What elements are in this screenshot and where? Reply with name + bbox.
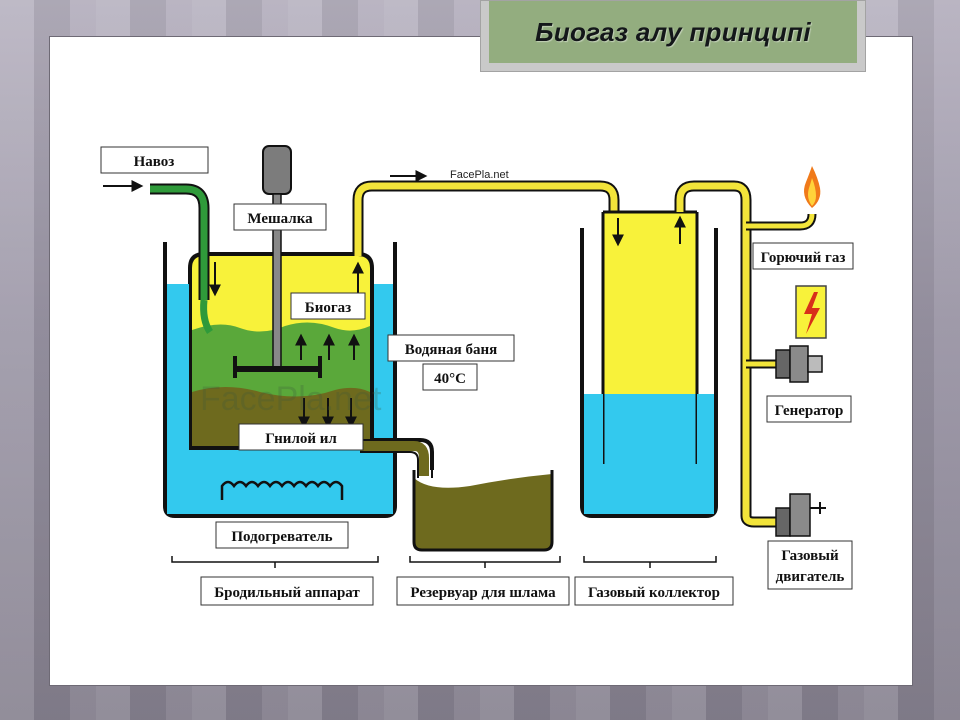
label-digester: Бродильный аппарат: [200, 576, 374, 606]
label-sludge-tank-text: Резервуар для шлама: [410, 585, 556, 601]
label-gas-collector-text: Газовый коллектор: [588, 585, 720, 601]
sludge-down-arrows: [298, 398, 357, 429]
label-generator: Генератор: [766, 395, 852, 423]
label-generator-text: Генератор: [775, 403, 844, 419]
label-biogas-text: Биогаз: [305, 300, 351, 316]
label-gas-engine-line2: двигатель: [776, 569, 845, 585]
label-sludge-tank: Резервуар для шлама: [396, 576, 570, 606]
mixer: [233, 145, 322, 378]
outlet-pipe: [676, 182, 780, 526]
small-watermark: FacePla.net: [450, 169, 509, 181]
lightning-icon: [795, 285, 827, 339]
gas-engine-icon: [775, 493, 826, 537]
heater-coil: [220, 480, 344, 500]
label-sludge-text: Гнилой ил: [265, 431, 337, 447]
large-watermark: FacePla.net: [200, 380, 382, 418]
label-digester-text: Бродильный аппарат: [214, 585, 360, 601]
label-manure-text: Навоз: [134, 154, 175, 170]
label-heater-text: Подогреватель: [231, 529, 332, 545]
slide-title: Биогаз алу принципі: [535, 16, 811, 47]
slide-title-box: Биогаз алу принципі: [480, 0, 866, 72]
label-sludge: Гнилой ил: [238, 423, 364, 451]
label-mixer-text: Мешалка: [247, 211, 313, 227]
generator-icon: [775, 345, 823, 383]
sludge-tank: [412, 470, 554, 552]
label-combustible-gas-text: Горючий газ: [761, 250, 846, 266]
label-water-bath-text: Водяная баня: [405, 342, 498, 358]
flame-icon: [804, 166, 821, 208]
label-temperature: 40°C: [422, 363, 478, 391]
label-combustible-gas: Горючий газ: [752, 242, 854, 270]
label-biogas: Биогаз: [290, 292, 366, 320]
manure-pipe: [150, 185, 208, 300]
label-heater: Подогреватель: [215, 521, 349, 549]
label-water-bath: Водяная баня: [387, 334, 515, 362]
gas-collector: [580, 210, 718, 518]
label-gas-collector: Газовый коллектор: [574, 576, 734, 606]
group-braces: [171, 556, 717, 568]
label-mixer: Мешалка: [233, 203, 327, 231]
label-temperature-text: 40°C: [434, 371, 466, 387]
label-manure: Навоз: [100, 146, 209, 174]
label-gas-engine: Газовый двигатель: [767, 540, 853, 590]
label-gas-engine-line1: Газовый: [781, 548, 839, 564]
slide-title-banner: Биогаз алу принципі: [489, 1, 857, 63]
biogas-up-arrows: [295, 333, 360, 360]
gas-pipe: [354, 182, 618, 256]
